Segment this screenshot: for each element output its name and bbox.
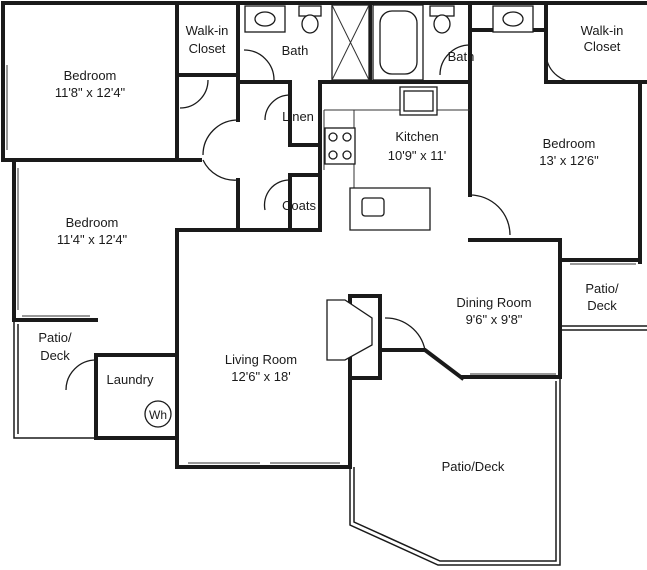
bedroom-2-size: 11'4" x 12'4" <box>57 232 128 247</box>
walls <box>1 1 647 469</box>
coats-label: Coats <box>282 198 316 213</box>
walk-in-closet-2-line2: Closet <box>584 39 621 54</box>
laundry-label: Laundry <box>107 372 154 387</box>
water-heater-label: Wh <box>149 408 167 422</box>
walk-in-closet-2-line1: Walk-in <box>581 23 624 38</box>
bedroom-1-size: 11'8" x 12'4" <box>55 85 126 100</box>
bedroom-2-name: Bedroom <box>66 215 119 230</box>
door-swings <box>65 44 581 391</box>
bedroom-3-name: Bedroom <box>543 136 596 151</box>
living-name: Living Room <box>225 352 297 367</box>
dining-size: 9'6" x 9'8" <box>466 312 523 327</box>
kitchen-fixtures <box>323 86 470 231</box>
patio-right-line2: Deck <box>587 298 617 313</box>
dining-name: Dining Room <box>456 295 531 310</box>
patio-bottom-label: Patio/Deck <box>442 459 505 474</box>
fireplace <box>326 299 373 361</box>
patio-right-line1: Patio/ <box>585 281 619 296</box>
patio-left-line1: Patio/ <box>38 330 72 345</box>
patio-outlines <box>6 65 647 566</box>
bath-1-label: Bath <box>282 43 309 58</box>
room-labels: Bedroom 11'8" x 12'4" Walk-in Closet Bat… <box>38 23 623 474</box>
patio-left-line2: Deck <box>40 348 70 363</box>
bedroom-3-size: 13' x 12'6" <box>539 153 599 168</box>
bath-fixtures <box>244 4 534 81</box>
living-size: 12'6" x 18' <box>231 369 290 384</box>
kitchen-name: Kitchen <box>395 129 438 144</box>
linen-label: Linen <box>282 109 314 124</box>
bath-2-label: Bath <box>448 49 475 64</box>
walk-in-closet-1-line2: Closet <box>189 41 226 56</box>
bedroom-1-name: Bedroom <box>64 68 117 83</box>
water-heater-icon <box>144 400 172 428</box>
walk-in-closet-1-line1: Walk-in <box>186 23 229 38</box>
kitchen-size: 10'9" x 11' <box>388 148 447 163</box>
